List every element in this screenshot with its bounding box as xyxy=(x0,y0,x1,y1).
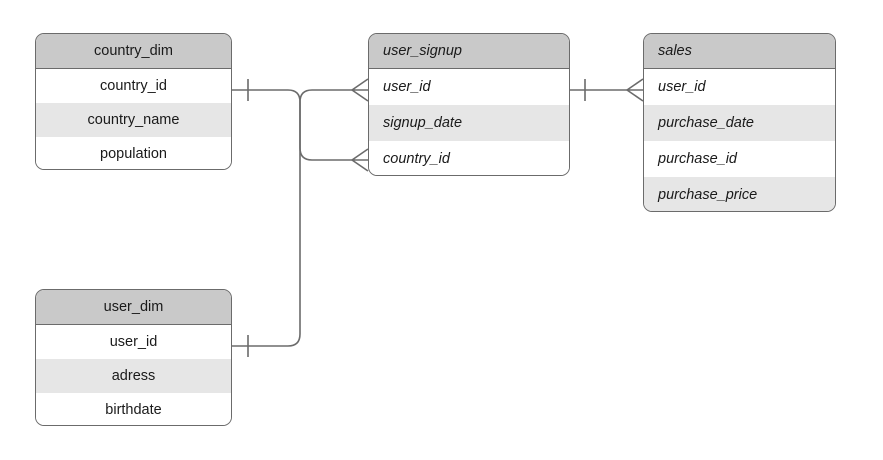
field-user_dim-user_id[interactable]: user_id xyxy=(36,325,231,359)
field-country_dim-country_id[interactable]: country_id xyxy=(36,69,231,103)
field-user_signup-country_id[interactable]: country_id xyxy=(369,141,569,175)
cardinality-many-crowfoot xyxy=(351,148,369,172)
field-user_signup-signup_date[interactable]: signup_date xyxy=(369,105,569,141)
field-country_dim-country_name[interactable]: country_name xyxy=(36,103,231,137)
field-user_dim-birthdate[interactable]: birthdate xyxy=(36,393,231,425)
cardinality-many-crowfoot xyxy=(351,78,369,102)
cardinality-many-crowfoot xyxy=(626,78,644,102)
entity-title-user_dim: user_dim xyxy=(36,290,231,325)
relationship-line xyxy=(232,89,352,161)
entity-title-user_signup: user_signup xyxy=(369,34,569,69)
relationship-user-dim-to-user-signup xyxy=(232,78,369,357)
entity-title-country_dim: country_dim xyxy=(36,34,231,69)
field-sales-purchase_id[interactable]: purchase_id xyxy=(644,141,835,177)
entity-title-sales: sales xyxy=(644,34,835,69)
relationship-user-signup-to-sales xyxy=(570,78,644,102)
field-sales-purchase_date[interactable]: purchase_date xyxy=(644,105,835,141)
relationship-country-dim-to-user-signup xyxy=(232,79,369,172)
relationship-line xyxy=(232,89,352,347)
field-sales-purchase_price[interactable]: purchase_price xyxy=(644,177,835,211)
field-user_signup-user_id[interactable]: user_id xyxy=(369,69,569,105)
field-sales-user_id[interactable]: user_id xyxy=(644,69,835,105)
field-country_dim-population[interactable]: population xyxy=(36,137,231,169)
field-user_dim-adress[interactable]: adress xyxy=(36,359,231,393)
